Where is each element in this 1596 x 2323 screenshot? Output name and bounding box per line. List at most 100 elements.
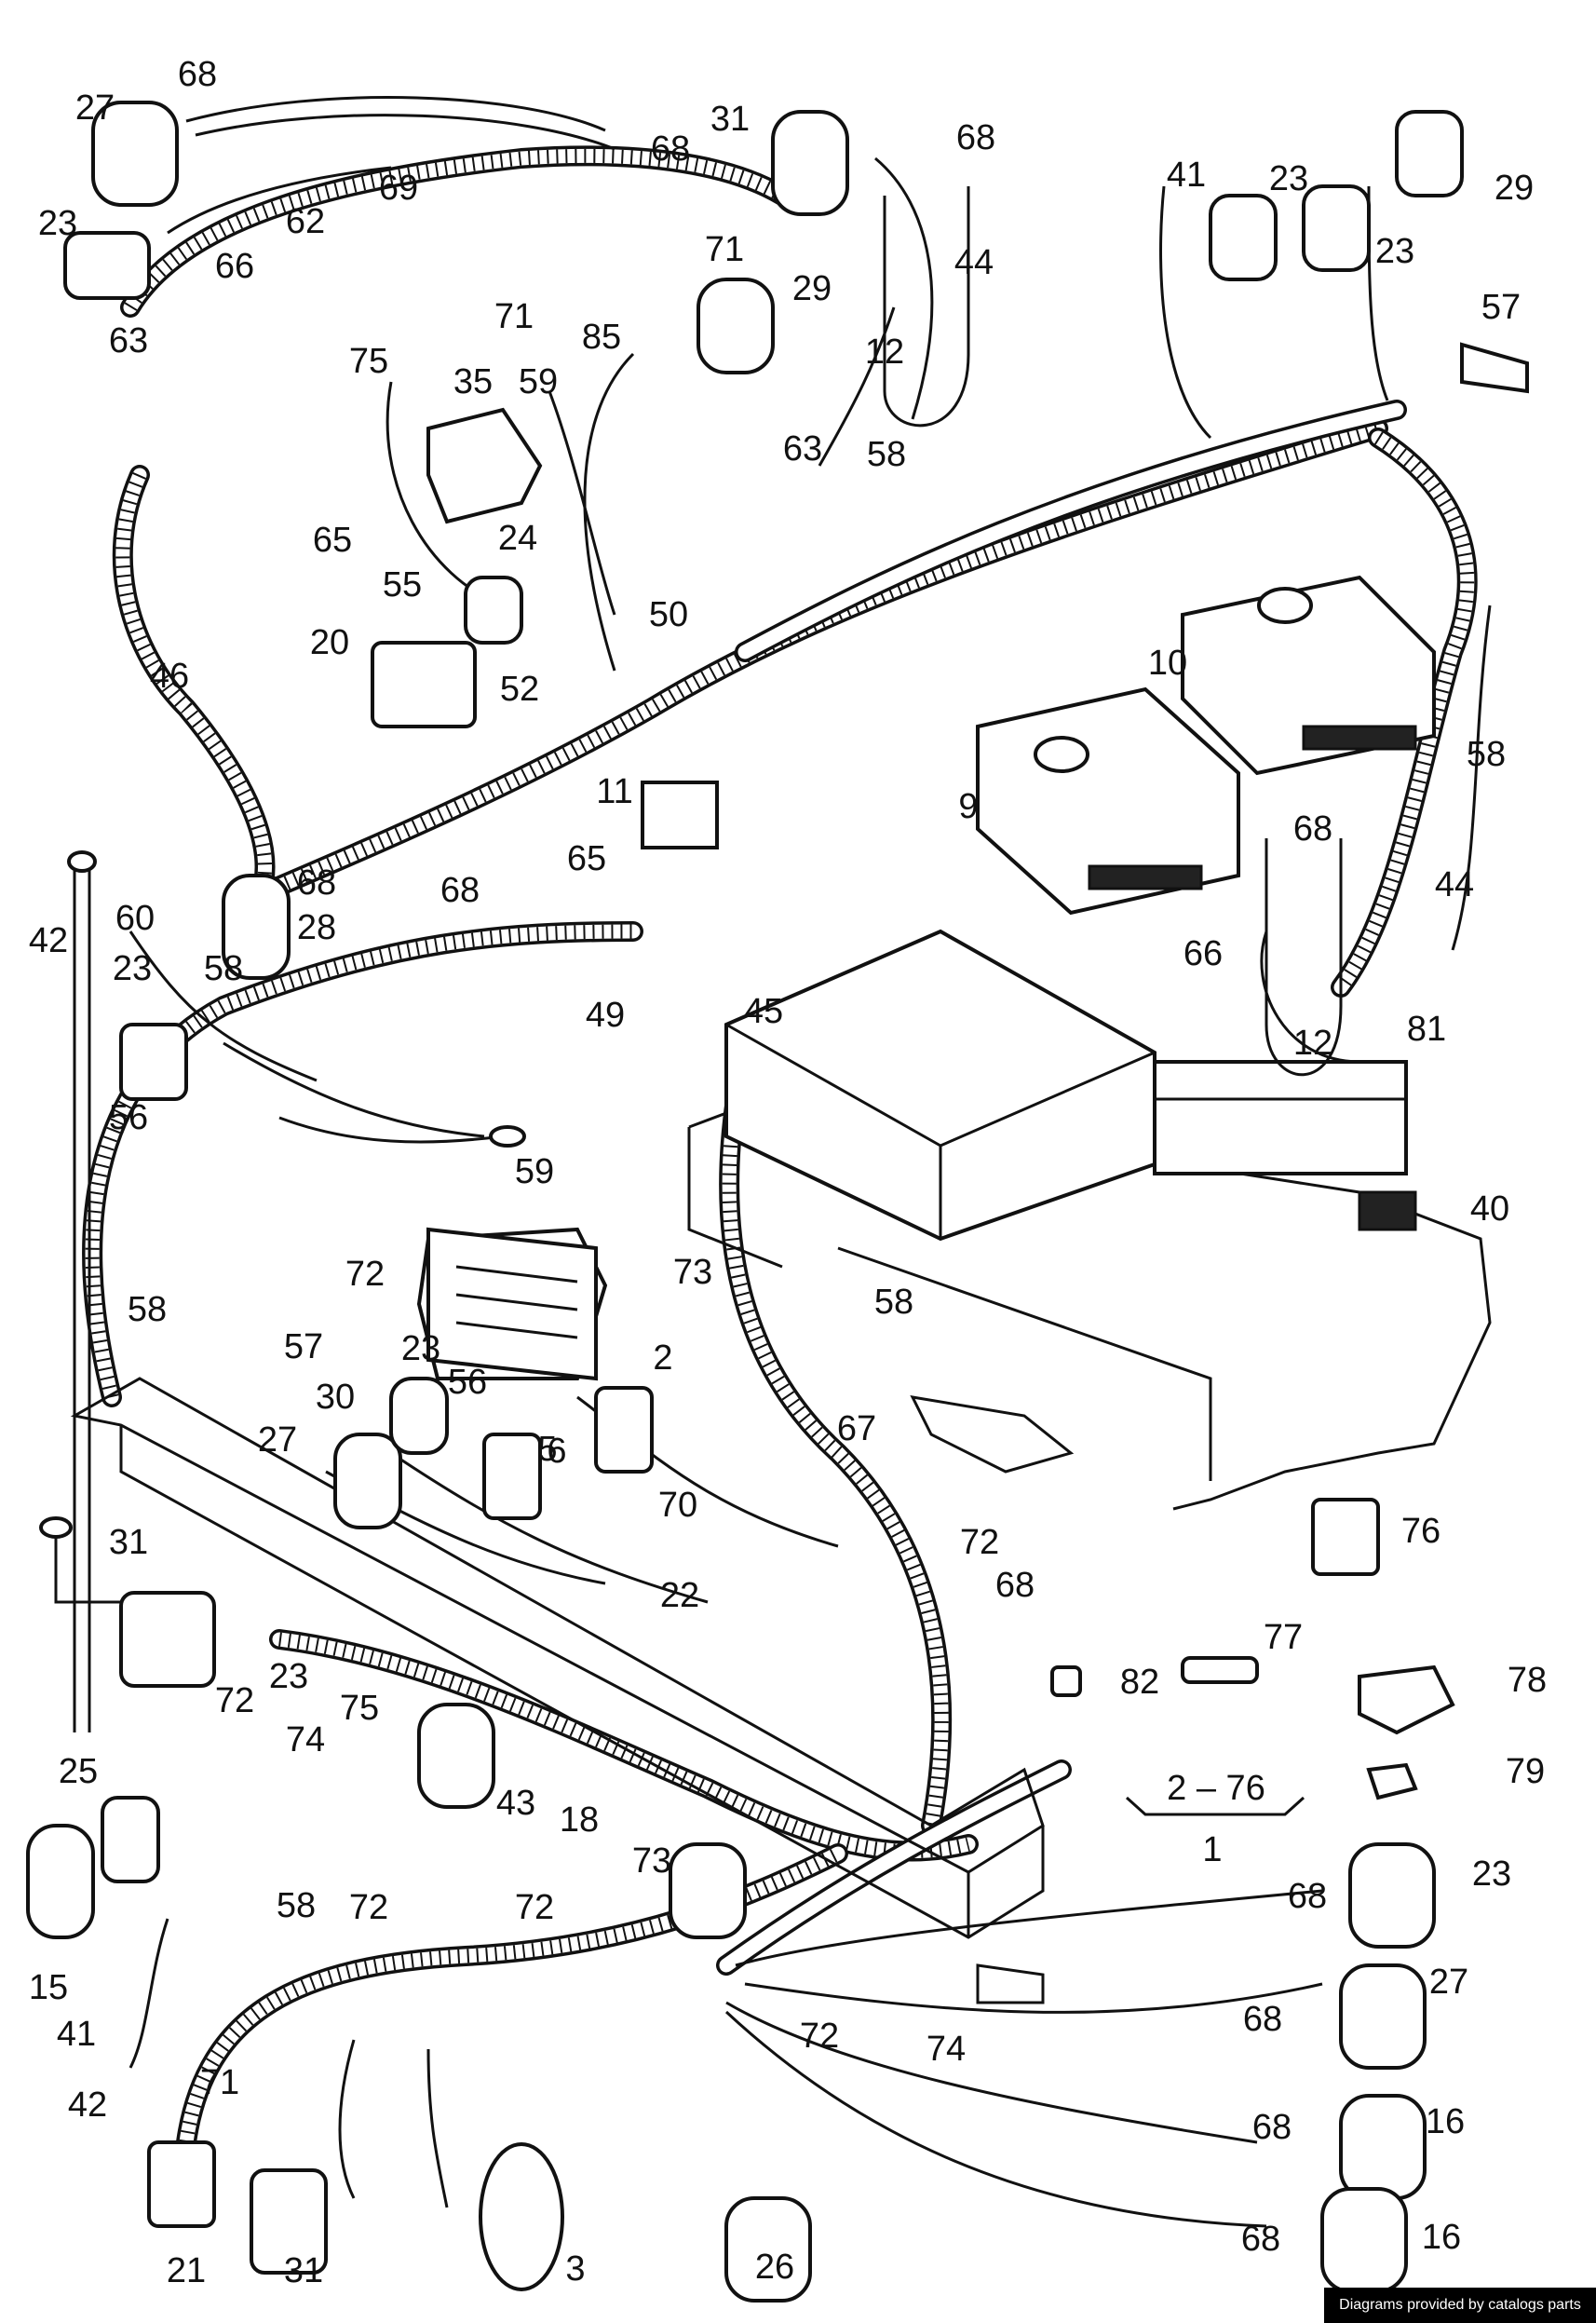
- multipin-plug: [426, 1227, 598, 1381]
- part-callout: 70: [658, 1486, 697, 1525]
- ground-straps: [39, 850, 526, 1732]
- part-callout: 59: [515, 1152, 554, 1191]
- part-callout: 71: [200, 2063, 239, 2102]
- part-callout: 58: [204, 949, 243, 988]
- part-callout: 68: [1288, 1877, 1327, 1916]
- part-callout: 72: [960, 1523, 999, 1562]
- part-callout: 50: [649, 595, 688, 634]
- part-callout: 55: [383, 565, 422, 605]
- part-callout: 27: [1429, 1963, 1468, 2002]
- part-callout: 30: [316, 1378, 355, 1417]
- part-callout: 68: [1241, 2220, 1280, 2259]
- part-callout: 44: [954, 243, 994, 282]
- part-callout: 15: [29, 1968, 68, 2007]
- part-callout: 58: [867, 435, 906, 474]
- part-callout: 78: [1508, 1661, 1547, 1700]
- part-callout: 65: [313, 521, 352, 560]
- part-callout: 76: [1401, 1512, 1440, 1551]
- part-callout: 63: [783, 429, 822, 469]
- part-callout: 31: [710, 100, 750, 139]
- part-callout: 6: [547, 1432, 566, 1471]
- part-callout: 42: [68, 2085, 107, 2125]
- part-callout: 62: [286, 202, 325, 241]
- part-callout: 23: [1375, 232, 1414, 271]
- part-callout: 44: [1435, 865, 1474, 904]
- part-callout: 68: [440, 871, 480, 910]
- drawing: [26, 96, 1529, 2303]
- part-callout: 29: [792, 269, 832, 308]
- part-callout: 16: [1426, 2102, 1465, 2141]
- part-callout: 12: [865, 333, 904, 372]
- part-callout: 24: [498, 519, 537, 558]
- part-callout: 66: [1183, 934, 1223, 973]
- part-callout: 82: [1120, 1663, 1159, 1702]
- part-callout: 22: [660, 1576, 699, 1615]
- part-callout: 25: [59, 1752, 98, 1791]
- part-callout: 73: [673, 1253, 712, 1292]
- part-callout: 85: [582, 318, 621, 357]
- part-callout: 21: [167, 2251, 206, 2290]
- part-callout: 27: [75, 88, 115, 128]
- part-callout: 18: [560, 1800, 599, 1840]
- carrier-frame: [70, 1377, 1045, 2004]
- part-callout: 31: [284, 2251, 323, 2290]
- part-callout: 58: [277, 1886, 316, 1925]
- part-callout: 72: [215, 1681, 254, 1720]
- credit-banner: Diagrams provided by catalogs parts: [1324, 2288, 1596, 2323]
- part-callout: 59: [519, 362, 558, 401]
- part-callout: 23: [269, 1657, 308, 1696]
- part-callout: 2 – 76: [1167, 1769, 1265, 1808]
- part-callout: 81: [1407, 1010, 1446, 1049]
- part-callout: 41: [1167, 156, 1206, 195]
- connectors: [26, 101, 1529, 2303]
- part-callout: 5: [537, 1430, 557, 1469]
- part-callout: 68: [1252, 2108, 1292, 2147]
- part-callout: 63: [109, 321, 148, 360]
- part-callout: 46: [150, 657, 189, 696]
- kit-bracket: [1125, 1796, 1305, 1816]
- part-callout: 43: [496, 1784, 535, 1823]
- part-callout: 65: [567, 839, 606, 878]
- part-callout: 27: [258, 1420, 297, 1460]
- part-callout: 26: [755, 2248, 794, 2287]
- part-callout: 41: [57, 2015, 96, 2054]
- part-callout: 75: [349, 342, 388, 381]
- part-callout: 57: [1481, 288, 1521, 327]
- part-callout: 74: [286, 1720, 325, 1759]
- part-callout: 58: [128, 1290, 167, 1329]
- part-callout: 74: [926, 2030, 966, 2069]
- part-callout: 68: [1293, 809, 1332, 849]
- part-callout: 71: [705, 230, 744, 269]
- part-callout: 60: [115, 899, 155, 938]
- part-callout: 9: [958, 787, 978, 826]
- part-callout: 10: [1148, 644, 1187, 683]
- relay-carrier: [724, 929, 1417, 1242]
- part-callout: 1: [1202, 1830, 1222, 1869]
- lamp-sockets: [883, 186, 1343, 1077]
- part-callout: 42: [29, 921, 68, 960]
- part-callout: 31: [109, 1523, 148, 1562]
- part-callout: 71: [494, 297, 534, 336]
- part-callout: 20: [310, 623, 349, 662]
- part-callout: 72: [515, 1888, 554, 1927]
- part-callout: 68: [297, 863, 336, 903]
- part-callout: 75: [340, 1689, 379, 1728]
- part-callout: 68: [1243, 2000, 1282, 2039]
- part-callout: 67: [837, 1409, 876, 1448]
- part-callout: 72: [349, 1888, 388, 1927]
- part-callout: 35: [453, 362, 493, 401]
- part-callout: 68: [956, 118, 995, 157]
- part-callout: 23: [113, 949, 152, 988]
- part-callout: 69: [379, 169, 418, 208]
- part-callout: 2: [653, 1338, 672, 1378]
- control-modules: [976, 575, 1436, 916]
- part-callout: 72: [345, 1255, 385, 1294]
- part-callout: 68: [651, 129, 690, 169]
- part-callout: 72: [800, 2017, 839, 2056]
- part-callout: 73: [632, 1841, 671, 1881]
- part-callout: 52: [500, 670, 539, 709]
- main-harness: [82, 145, 1478, 2153]
- part-callout: 58: [874, 1283, 913, 1322]
